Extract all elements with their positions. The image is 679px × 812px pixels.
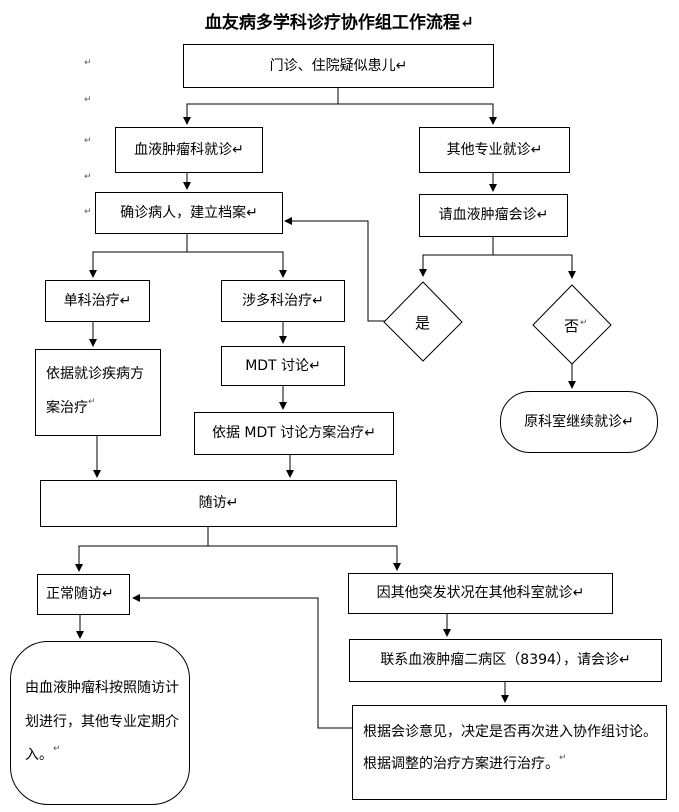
- paragraph-mark: ↵: [84, 172, 92, 182]
- paragraph-mark: ↵: [84, 58, 92, 68]
- node-single: 单科治疗↵: [45, 280, 150, 322]
- paragraph-mark: ↵: [226, 495, 239, 512]
- node-label: 血液肿瘤科就诊: [134, 141, 233, 158]
- paragraph-mark: ↵: [580, 318, 588, 328]
- diamond-no: [532, 284, 612, 365]
- page-title: 血友病多学科诊疗协作组工作流程↵: [0, 8, 679, 33]
- diamond-yes: [383, 281, 463, 362]
- paragraph-mark: ↵: [395, 57, 408, 74]
- node-label: 依据 MDT 讨论方案治疗: [211, 425, 365, 442]
- node-label: 随访: [198, 495, 227, 512]
- node-label: 单科治疗: [63, 292, 120, 309]
- edge-confirm-multi: [187, 251, 287, 278]
- node-label: 根据会诊意见，决定是否再次进入协作组讨论。根据调整的治疗方案进行治疗。: [363, 724, 657, 773]
- node-emergency: 因其他突发状况在其他科室就诊↵: [348, 573, 613, 614]
- node-mdt: MDT 讨论↵: [221, 346, 345, 386]
- node-request-consult: 请血液肿瘤会诊↵: [419, 194, 568, 237]
- node-other-specialty: 其他专业就诊↵: [419, 127, 570, 173]
- node-mdt-plan: 依据 MDT 讨论方案治疗↵: [194, 412, 394, 455]
- node-label: 确诊病人，建立档案: [120, 204, 247, 221]
- edge-followup-split: [75, 527, 209, 572]
- paragraph-mark: ↵: [459, 13, 475, 33]
- paragraph-mark: ↵: [364, 425, 377, 442]
- paragraph-mark: ↵: [246, 204, 258, 221]
- edge-request-split: [419, 237, 494, 277]
- node-confirm: 确诊病人，建立档案↵: [95, 192, 283, 234]
- paragraph-mark: ↵: [618, 652, 631, 669]
- node-label: 由血液肿瘤科按照随访计划进行，其他专业定期介入。: [25, 680, 179, 764]
- node-hema-long: 由血液肿瘤科按照随访计划进行，其他专业定期介入。↵: [10, 641, 190, 805]
- paragraph-mark: ↵: [88, 396, 96, 407]
- node-contact: 联系血液肿瘤二病区（8394），请会诊↵: [349, 639, 662, 682]
- node-single-plan: 依据就诊疾病方案治疗↵: [35, 349, 161, 436]
- edge-decide-normal: [132, 594, 352, 729]
- node-label: 因其他突发状况在其他科室就诊: [376, 585, 573, 602]
- node-followup: 随访↵: [40, 480, 397, 527]
- paragraph-mark: ↵: [572, 585, 585, 602]
- edge-followup-emergency: [208, 545, 401, 571]
- paragraph-mark: ↵: [530, 141, 543, 158]
- paragraph-mark: ↵: [309, 357, 321, 374]
- paragraph-mark: ↵: [84, 95, 92, 105]
- node-label: MDT 讨论: [245, 357, 310, 374]
- diamond-no-label: 否: [564, 317, 580, 335]
- node-original-dept: 原科室继续就诊↵: [500, 391, 658, 453]
- paragraph-mark: ↵: [622, 413, 634, 430]
- paragraph-mark: ↵: [53, 744, 61, 755]
- node-label: 涉多科治疗: [242, 292, 313, 309]
- paragraph-mark: ↵: [84, 207, 92, 217]
- node-decide: 根据会诊意见，决定是否再次进入协作组讨论。根据调整的治疗方案进行治疗。↵: [352, 705, 667, 800]
- node-label: 依据就诊疾病方案治疗: [46, 366, 144, 416]
- paragraph-mark: ↵: [559, 753, 567, 764]
- node-label: 正常随访: [46, 586, 102, 603]
- node-hematology: 血液肿瘤科就诊↵: [115, 127, 263, 173]
- paragraph-mark: ↵: [102, 586, 114, 603]
- edge-outpatient-split: [183, 88, 339, 125]
- edge-yes-confirm: [284, 217, 385, 322]
- paragraph-mark: ↵: [119, 292, 132, 309]
- node-label: 联系血液肿瘤二病区（8394），请会诊: [380, 652, 619, 669]
- edge-confirm-split: [89, 234, 188, 278]
- node-multi: 涉多科治疗↵: [221, 280, 345, 322]
- paragraph-mark: ↵: [312, 292, 324, 309]
- paragraph-mark: ↵: [536, 207, 549, 224]
- diamond-yes-label: 是: [415, 314, 431, 332]
- paragraph-mark: ↵: [84, 136, 92, 146]
- node-normal-followup: 正常随访↵: [37, 574, 130, 615]
- edge-request-no: [493, 254, 576, 279]
- edge-outpatient-other: [338, 103, 497, 125]
- title-text: 血友病多学科诊疗协作组工作流程: [204, 13, 460, 33]
- paragraph-mark: ↵: [232, 141, 244, 158]
- node-label: 请血液肿瘤会诊: [438, 207, 537, 224]
- node-label: 原科室继续就诊: [524, 413, 623, 430]
- node-label: 门诊、住院疑似患儿: [269, 57, 396, 74]
- node-outpatient: 门诊、住院疑似患儿↵: [183, 44, 494, 88]
- node-label: 其他专业就诊: [446, 141, 531, 158]
